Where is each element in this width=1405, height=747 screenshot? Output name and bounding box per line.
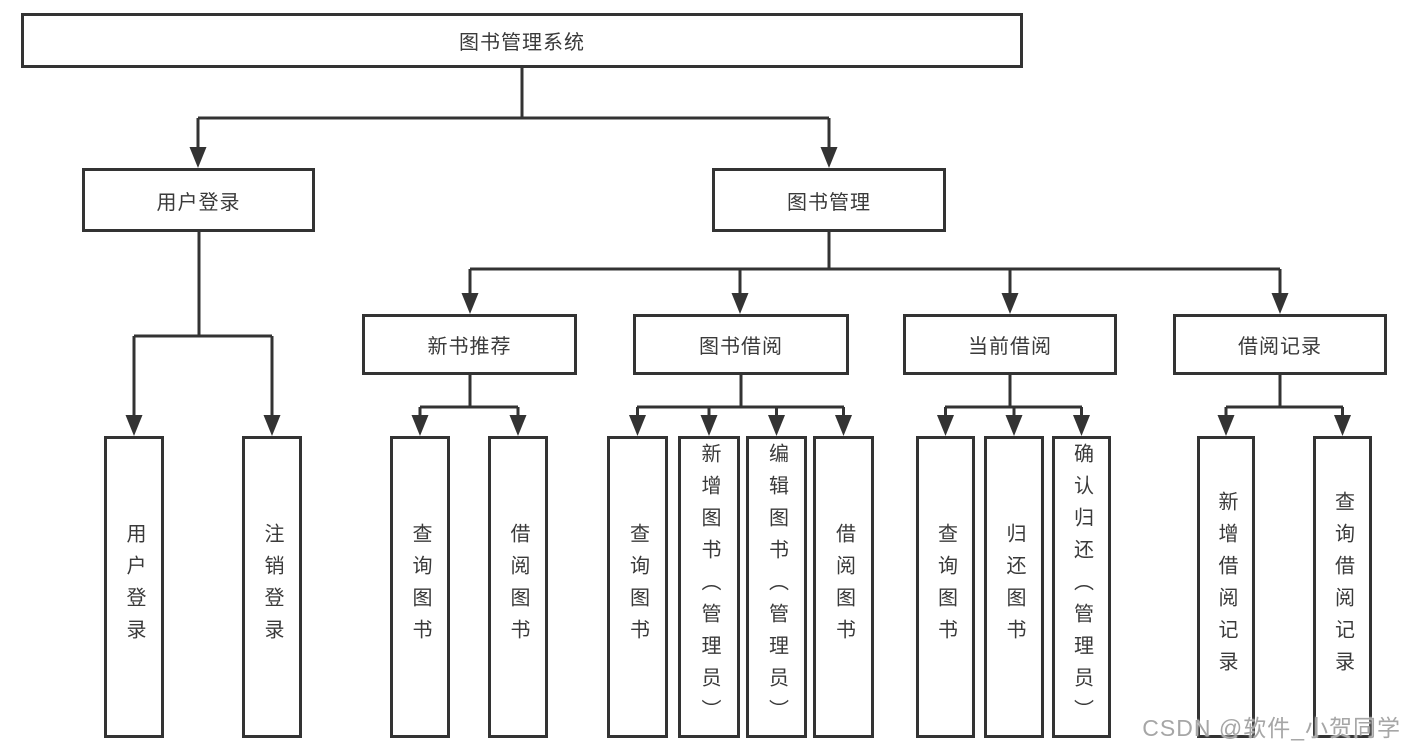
leaf-label: 确认归还（管理员） bbox=[1070, 443, 1093, 731]
arrowhead-icon bbox=[509, 415, 527, 436]
node-label: 借阅记录 bbox=[1238, 336, 1322, 358]
node-label: 图书管理系统 bbox=[459, 32, 585, 54]
arrowhead-icon bbox=[835, 415, 852, 436]
leaf-borrow-book: 借阅图书 bbox=[813, 436, 874, 738]
leaf-label: 编辑图书（管理员） bbox=[765, 443, 788, 731]
arrowhead-icon bbox=[731, 293, 749, 314]
node-label: 新书推荐 bbox=[427, 336, 512, 358]
arrowhead-icon bbox=[937, 415, 954, 436]
arrowhead-icon bbox=[263, 415, 281, 436]
leaf-query-book-current: 查询图书 bbox=[916, 436, 975, 738]
arrowhead-icon bbox=[189, 147, 207, 168]
leaf-label: 新增借阅记录 bbox=[1215, 491, 1237, 683]
node-label: 图书管理 bbox=[787, 191, 871, 214]
leaf-edit-book-admin: 编辑图书（管理员） bbox=[746, 436, 807, 738]
arrowhead-icon bbox=[461, 293, 479, 314]
node-user-login: 用户登录 bbox=[82, 168, 315, 232]
node-book-management-system: 图书管理系统 bbox=[21, 13, 1023, 68]
leaf-label: 查询图书 bbox=[409, 523, 431, 651]
leaf-label: 查询图书 bbox=[934, 523, 957, 651]
arrowhead-icon bbox=[411, 415, 429, 436]
node-new-book-recommend: 新书推荐 bbox=[362, 314, 577, 375]
leaf-user-login: 用户登录 bbox=[104, 436, 164, 738]
leaf-query-book-recommend: 查询图书 bbox=[390, 436, 450, 738]
leaf-label: 新增图书（管理员） bbox=[698, 443, 720, 731]
leaf-label: 注销登录 bbox=[261, 523, 283, 651]
node-borrow-records: 借阅记录 bbox=[1173, 314, 1387, 375]
leaf-label: 查询借阅记录 bbox=[1331, 491, 1354, 683]
leaf-confirm-return-admin: 确认归还（管理员） bbox=[1052, 436, 1111, 738]
node-label: 图书借阅 bbox=[699, 336, 783, 358]
arrowhead-icon bbox=[820, 147, 838, 168]
arrowhead-icon bbox=[1005, 415, 1023, 436]
leaf-label: 借阅图书 bbox=[832, 523, 855, 651]
leaf-label: 查询图书 bbox=[626, 523, 649, 651]
watermark: CSDN @软件_小贺同学 bbox=[1142, 715, 1401, 741]
arrowhead-icon bbox=[125, 415, 143, 436]
leaf-label: 用户登录 bbox=[123, 523, 145, 651]
node-label: 当前借阅 bbox=[968, 336, 1052, 358]
arrowhead-icon bbox=[629, 415, 646, 436]
node-book-management: 图书管理 bbox=[712, 168, 946, 232]
leaf-query-borrow-record: 查询借阅记录 bbox=[1313, 436, 1372, 738]
arrowhead-icon bbox=[768, 415, 785, 436]
arrowhead-icon bbox=[1217, 415, 1235, 436]
arrowhead-icon bbox=[1001, 293, 1019, 314]
arrowhead-icon bbox=[1334, 415, 1351, 436]
leaf-borrow-book-recommend: 借阅图书 bbox=[488, 436, 548, 738]
node-book-borrow: 图书借阅 bbox=[633, 314, 849, 375]
leaf-return-book: 归还图书 bbox=[984, 436, 1044, 738]
leaf-add-borrow-record: 新增借阅记录 bbox=[1197, 436, 1255, 738]
arrowhead-icon bbox=[700, 415, 718, 436]
arrowhead-icon bbox=[1271, 293, 1289, 314]
leaf-label: 借阅图书 bbox=[507, 523, 529, 651]
leaf-add-book-admin: 新增图书（管理员） bbox=[678, 436, 740, 738]
node-label: 用户登录 bbox=[156, 191, 241, 214]
leaf-label: 归还图书 bbox=[1003, 523, 1025, 651]
leaf-logout: 注销登录 bbox=[242, 436, 302, 738]
arrowhead-icon bbox=[1073, 415, 1090, 436]
node-current-borrow: 当前借阅 bbox=[903, 314, 1117, 375]
leaf-query-book-borrow: 查询图书 bbox=[607, 436, 668, 738]
